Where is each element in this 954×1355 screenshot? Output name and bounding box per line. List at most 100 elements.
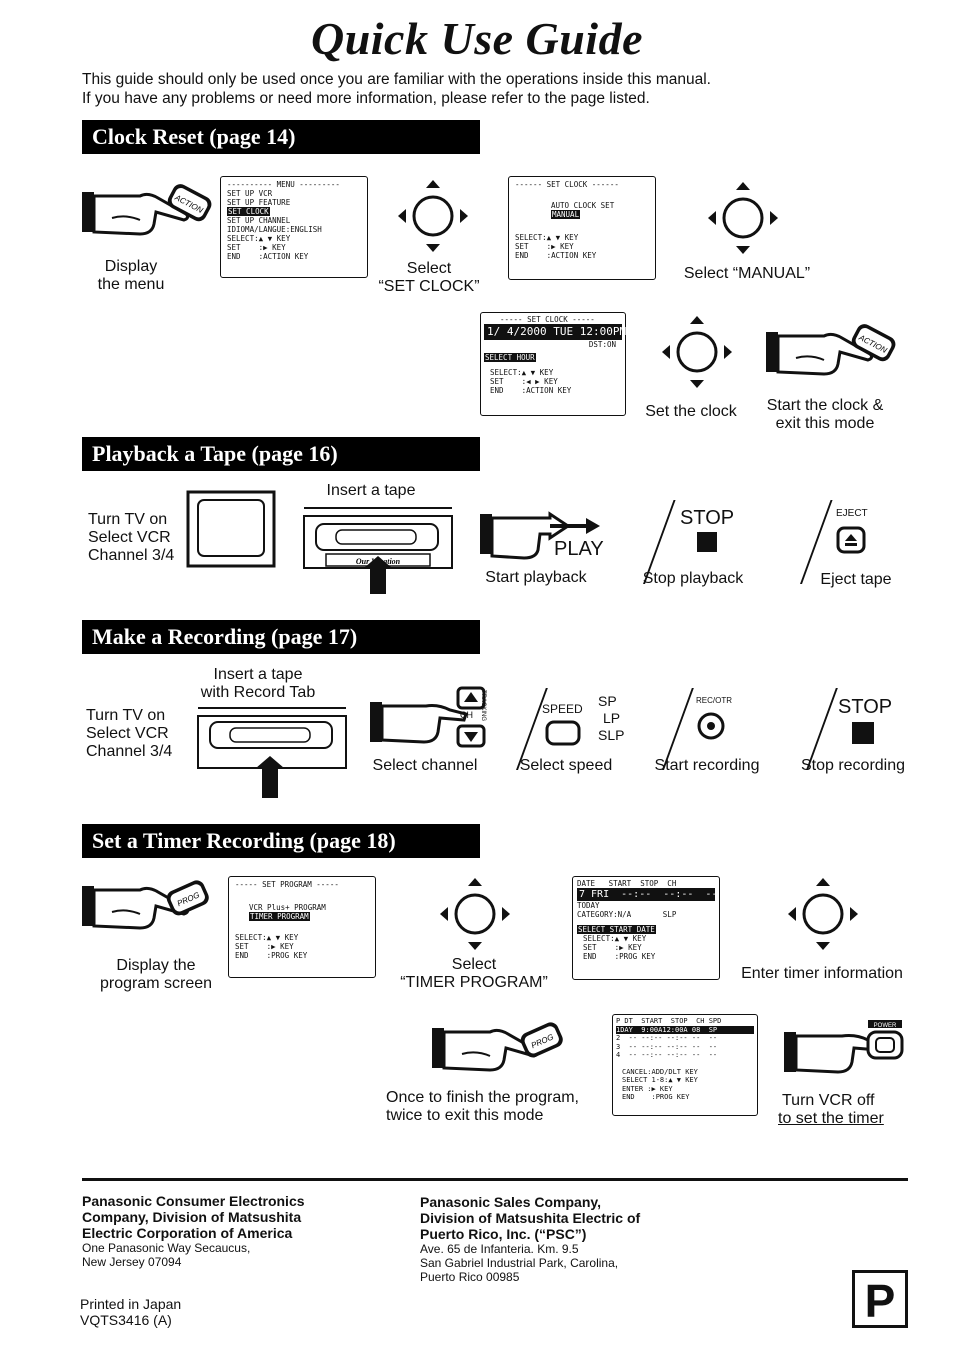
start-clock-line1: Start the clock & (766, 397, 884, 414)
footer-right-company: Panasonic Sales Company, (420, 1194, 602, 1210)
insert-record-line1: Insert a tape (213, 666, 303, 683)
display-menu-line2: the menu (97, 276, 165, 293)
display-menu-line1: Display (104, 258, 158, 275)
set-clock-label: Set the clock (645, 403, 737, 420)
tracking-word: TRACKING (480, 690, 486, 722)
ch-word: CH (460, 710, 473, 720)
footer-right-street: Ave. 65 de Infanteria. Km. 9.5 (420, 1242, 579, 1256)
footer-right-company: Division of Matsushita Electric of (420, 1210, 641, 1226)
tv-line2: Select VCR (86, 725, 169, 742)
speed-word: SPEED (542, 702, 583, 716)
intro-line-1: This guide should only be used once you … (82, 71, 711, 88)
display-program-label: Display the program screen (92, 957, 220, 993)
once-finish-label: Once to finish the program, twice to exi… (386, 1089, 579, 1125)
insert-tape-label: Insert a tape (326, 482, 416, 499)
rec-word: REC/OTR (696, 696, 732, 705)
clock-time-footer: SET :◀ ▶ KEY (490, 377, 558, 386)
menu-line: SET UP VCR (227, 189, 273, 198)
print-info: Printed in Japan VQTS3416 (A) (80, 1296, 181, 1328)
list-screen-header: P DT START STOP CH SPD (616, 1017, 722, 1025)
page-title: Quick Use Guide (310, 13, 644, 64)
footer-right-company: Puerto Rico, Inc. (“PSC”) (420, 1226, 587, 1242)
timer-header: Set a Timer Recording (page 18) (82, 824, 480, 858)
footer-right-park: San Gabriel Industrial Park, Carolina, (420, 1256, 619, 1270)
vcr-icon: Our Vacation (302, 506, 456, 596)
program-footer: SET :▶ KEY (235, 942, 294, 951)
display-menu-label: Display the menu (94, 258, 168, 294)
display-program-line2: program screen (99, 975, 213, 992)
set-clock-option-selected: MANUAL (551, 210, 581, 219)
start-clock-line2: exit this mode (775, 415, 875, 432)
set-clock-option: AUTO CLOCK SET (551, 201, 615, 210)
timer-list-screen: P DT START STOP CH SPD 1DAY 9:00A12:00A … (612, 1014, 758, 1116)
date-screen-select: SELECT START DATE (577, 925, 656, 934)
dpad-icon (438, 876, 512, 952)
stop-playback-label: Stop playback (642, 570, 744, 587)
playback-header: Playback a Tape (page 16) (82, 437, 480, 471)
list-screen-footer: END :PROG KEY (622, 1093, 690, 1101)
clock-time-title: ----- SET CLOCK ----- (500, 315, 595, 324)
list-screen-footer: ENTER :▶ KEY (622, 1084, 673, 1093)
turn-vcr-off-line2: to set the timer (778, 1110, 884, 1127)
tv-icon (186, 490, 278, 570)
vcr-icon (196, 706, 350, 800)
once-finish-line1: Once to finish the program, (386, 1089, 579, 1106)
prog-hand-icon: PROG (82, 872, 216, 938)
menu-footer: SELECT:▲ ▼ KEY (227, 234, 291, 243)
record-button-icon (696, 711, 726, 746)
date-screen-footer: SET :▶ KEY (583, 943, 642, 952)
tv-line1: Turn TV on (86, 707, 166, 724)
eject-button-icon (836, 526, 866, 559)
list-screen-row: 1DAY 9:00A12:00A 08 SP (616, 1025, 754, 1034)
select-speed-label: Select speed (519, 757, 613, 774)
once-finish-line2: twice to exit this mode (386, 1107, 544, 1124)
footer-left-company: Panasonic Consumer Electronics (82, 1193, 305, 1209)
dpad-icon (706, 180, 780, 256)
program-footer: END :PROG KEY (235, 951, 308, 960)
footer-left-street: One Panasonic Way Secaucus, (82, 1241, 251, 1255)
menu-line: IDIOMA/LANGUE:ENGLISH (227, 225, 322, 234)
stop-recording-label: Stop recording (800, 757, 906, 774)
stop-word: STOP (838, 696, 893, 718)
speed-lp: LP (603, 710, 621, 726)
playback-tv-instructions: Turn TV on Select VCR Channel 3/4 (88, 511, 174, 565)
tv-line3: Channel 3/4 (86, 743, 173, 760)
start-playback-label: Start playback (485, 569, 587, 586)
select-set-clock-line2: “SET CLOCK” (378, 278, 480, 295)
tv-line1: Turn TV on (88, 511, 168, 528)
select-set-clock-label: Select “SET CLOCK” (370, 260, 488, 296)
program-option-selected: TIMER PROGRAM (249, 912, 310, 921)
channel-hand-icon (370, 686, 500, 750)
footer-left-city: New Jersey 07094 (82, 1255, 182, 1269)
menu-screen: ---------- MENU --------- SET UP VCR SET… (220, 176, 368, 278)
stop-button-icon (852, 722, 874, 744)
insert-record-line2: with Record Tab (200, 684, 316, 701)
recording-header: Make a Recording (page 17) (82, 620, 480, 654)
footer-left-address: Panasonic Consumer Electronics Company, … (82, 1193, 305, 1269)
power-hand-icon: POWER (784, 1018, 908, 1080)
intro-text: This guide should only be used once you … (82, 70, 711, 108)
list-screen-row: 3 -- --:-- --:-- -- -- (616, 1042, 718, 1051)
date-screen: DATE START STOP CH 7 FRI --:-- --:-- -- … (572, 876, 720, 980)
dpad-icon (786, 876, 860, 952)
speed-slp: SLP (598, 727, 625, 743)
menu-line-selected: SET CLOCK (227, 207, 270, 216)
play-word: PLAY (554, 538, 604, 560)
select-channel-label: Select channel (372, 757, 478, 774)
menu-screen-title: ---------- MENU --------- (227, 180, 340, 189)
set-clock-footer: SET :▶ KEY (515, 242, 574, 251)
program-footer: SELECT:▲ ▼ KEY (235, 933, 299, 942)
document-code: VQTS3416 (A) (80, 1312, 172, 1328)
menu-line: SET UP CHANNEL (227, 216, 291, 225)
start-recording-label: Start recording (654, 757, 760, 774)
language-letter-box: P (852, 1270, 908, 1328)
enter-timer-label: Enter timer information (741, 965, 903, 982)
footer-left-company: Electric Corporation of America (82, 1225, 293, 1241)
recording-tv-instructions: Turn TV on Select VCR Channel 3/4 (86, 707, 172, 761)
action-hand-icon: ACTION (766, 318, 900, 384)
clock-reset-header: Clock Reset (page 14) (82, 120, 480, 154)
program-screen-title: ----- SET PROGRAM ----- (235, 880, 339, 889)
speed-options: SP LP SLP (598, 693, 624, 744)
footer-right-address: Panasonic Sales Company, Division of Mat… (420, 1194, 640, 1284)
menu-line: SET UP FEATURE (227, 198, 291, 207)
